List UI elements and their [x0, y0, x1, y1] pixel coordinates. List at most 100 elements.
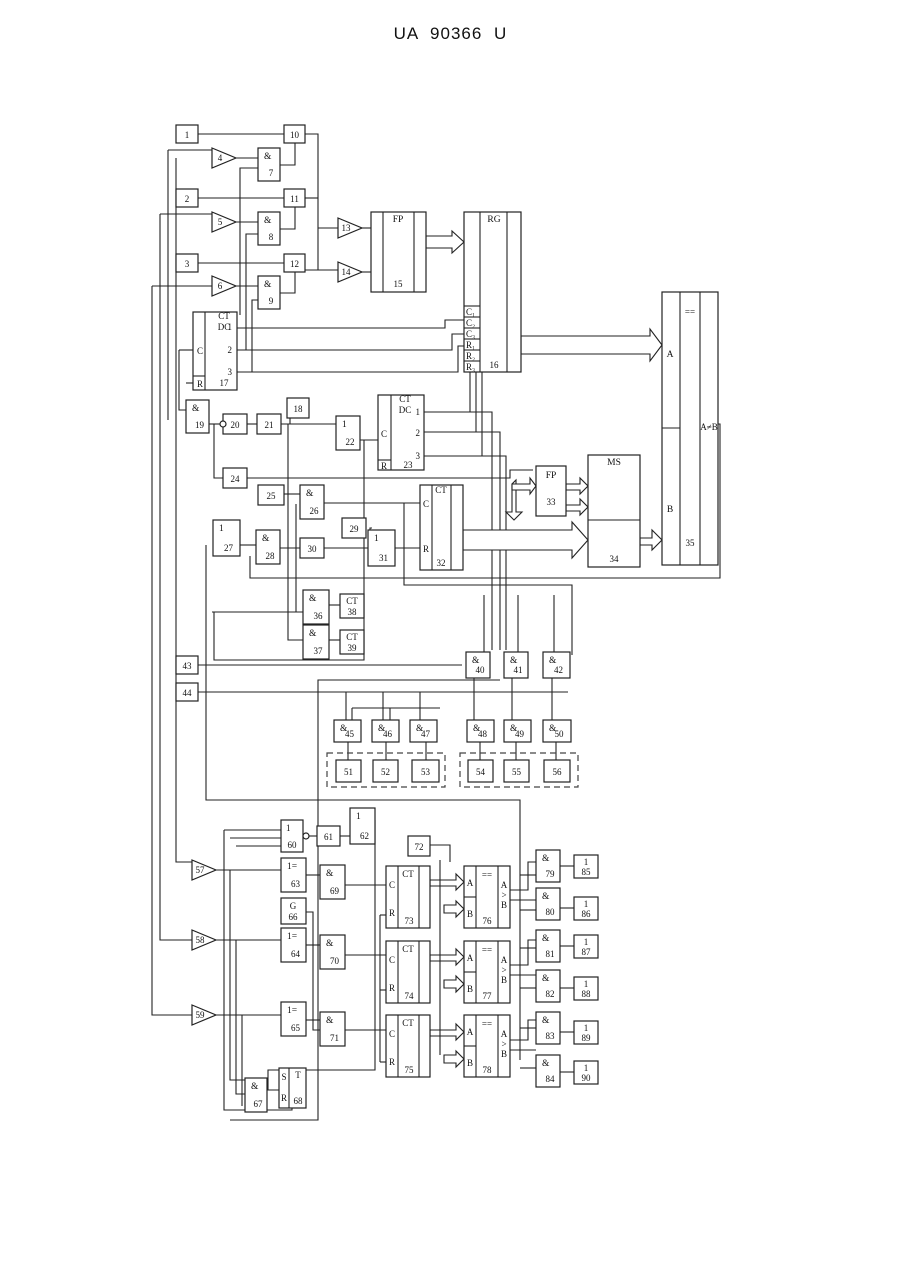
pin-label: B [467, 1058, 473, 1068]
block-number: 5 [218, 217, 223, 227]
block-number: 46 [383, 729, 393, 739]
gate-67: &67 [245, 1078, 267, 1112]
block-number: 54 [476, 767, 486, 777]
block-number: 51 [344, 767, 353, 777]
multiplexer-34: MS34 [588, 455, 640, 567]
pin-label: C [389, 955, 395, 965]
block-number: 65 [291, 1023, 301, 1033]
gate-symbol: & [542, 934, 550, 944]
pin-label: C₂ [466, 318, 475, 328]
block-number: 55 [512, 767, 522, 777]
pin-label: R [389, 908, 395, 918]
block-number: 63 [291, 879, 301, 889]
gate-63: 1=63 [281, 858, 306, 892]
gate-symbol: & [542, 1016, 550, 1026]
trigger-68: SRT68 [279, 1068, 306, 1108]
block-52: 52 [373, 760, 398, 782]
gate-84: &84 [536, 1055, 560, 1087]
gate-symbol: 1 [584, 1023, 589, 1033]
counter-decoder-23: CTDCCR23123 [378, 394, 424, 471]
pin-label: 1 [416, 407, 421, 417]
block-51: 51 [336, 760, 361, 782]
block-number: 13 [342, 223, 352, 233]
gate-symbol: & [264, 216, 272, 226]
block-type: == [685, 307, 695, 317]
block-number: 90 [582, 1073, 592, 1083]
pin-label: 2 [416, 428, 421, 438]
gate-80: &80 [536, 888, 560, 920]
gate-symbol: 1 [356, 812, 361, 822]
gate-symbol: 1 [584, 979, 589, 989]
block-number: 60 [288, 840, 298, 850]
gate-symbol: 1 [584, 899, 589, 909]
block-54: 54 [468, 760, 493, 782]
block-number: 22 [346, 437, 355, 447]
block-number: 28 [266, 551, 276, 561]
block-type: FP [393, 215, 404, 225]
gate-22: 122 [336, 416, 360, 450]
block-number: 16 [490, 360, 500, 370]
block-number: 76 [483, 916, 493, 926]
gate-symbol: 1 [374, 534, 379, 544]
gate-symbol: & [326, 939, 334, 949]
block-number: 21 [265, 420, 274, 430]
pin-label: C₃ [466, 329, 475, 339]
amplifier-58: 58 [192, 930, 216, 950]
block-number: 18 [294, 404, 304, 414]
block-number: 67 [254, 1099, 264, 1109]
block-number: 68 [294, 1096, 304, 1106]
block-number: 89 [582, 1033, 592, 1043]
pin-label: R [381, 461, 387, 471]
block-11: 11 [284, 189, 305, 207]
block-87: 187 [574, 935, 598, 958]
gate-symbol: & [264, 280, 272, 290]
block-2: 2 [176, 189, 198, 207]
generator-66: G66 [281, 898, 306, 924]
block-number: 42 [554, 665, 563, 675]
amplifier-5: 5 [212, 212, 236, 232]
block-number: 29 [350, 524, 360, 534]
counter-32: CTCR32 [420, 485, 463, 570]
pin-label: A [501, 1029, 508, 1039]
block-number: 62 [360, 831, 369, 841]
gate-41: &41 [504, 652, 528, 678]
block-89: 189 [574, 1021, 598, 1044]
block-86: 186 [574, 897, 598, 920]
pin-label: C [423, 499, 429, 509]
block-3: 3 [176, 254, 198, 272]
block-number: 32 [437, 558, 446, 568]
gate-symbol: 1= [287, 1006, 297, 1016]
shift-register-15: FP 15 [371, 212, 426, 292]
block-12: 12 [284, 254, 305, 272]
pin-label: R [281, 1093, 287, 1103]
pin-label: 1 [228, 322, 233, 332]
gate-81: &81 [536, 930, 560, 962]
amplifier-13: 13 [338, 218, 362, 238]
amplifier-59: 59 [192, 1005, 216, 1025]
pin-label: A [501, 955, 508, 965]
block-number: 9 [269, 296, 274, 306]
gate-symbol: & [309, 594, 317, 604]
block-number: 75 [405, 1065, 415, 1075]
block-number: 1 [185, 130, 190, 140]
block-type: CT [402, 869, 414, 879]
block-29: 29 [342, 518, 366, 538]
block-type: CT [402, 944, 414, 954]
block-number: 56 [553, 767, 563, 777]
block-type: CT [399, 394, 411, 404]
block-type: RG [487, 215, 500, 225]
block-number: 41 [514, 665, 523, 675]
block-number: 36 [314, 611, 324, 621]
block-10: 10 [284, 125, 305, 143]
block-number: 79 [546, 869, 556, 879]
block-number: 15 [394, 279, 404, 289]
block-number: 86 [582, 909, 592, 919]
block-type: CT [346, 632, 358, 642]
gate-83: &83 [536, 1012, 560, 1044]
block-number: 8 [269, 232, 274, 242]
gate-65: 1= 65 [281, 1002, 306, 1036]
pin-label: > [501, 965, 506, 975]
pin-label: C [381, 429, 387, 439]
pin-label: B [467, 909, 473, 919]
gate-40: &40 [466, 652, 490, 678]
